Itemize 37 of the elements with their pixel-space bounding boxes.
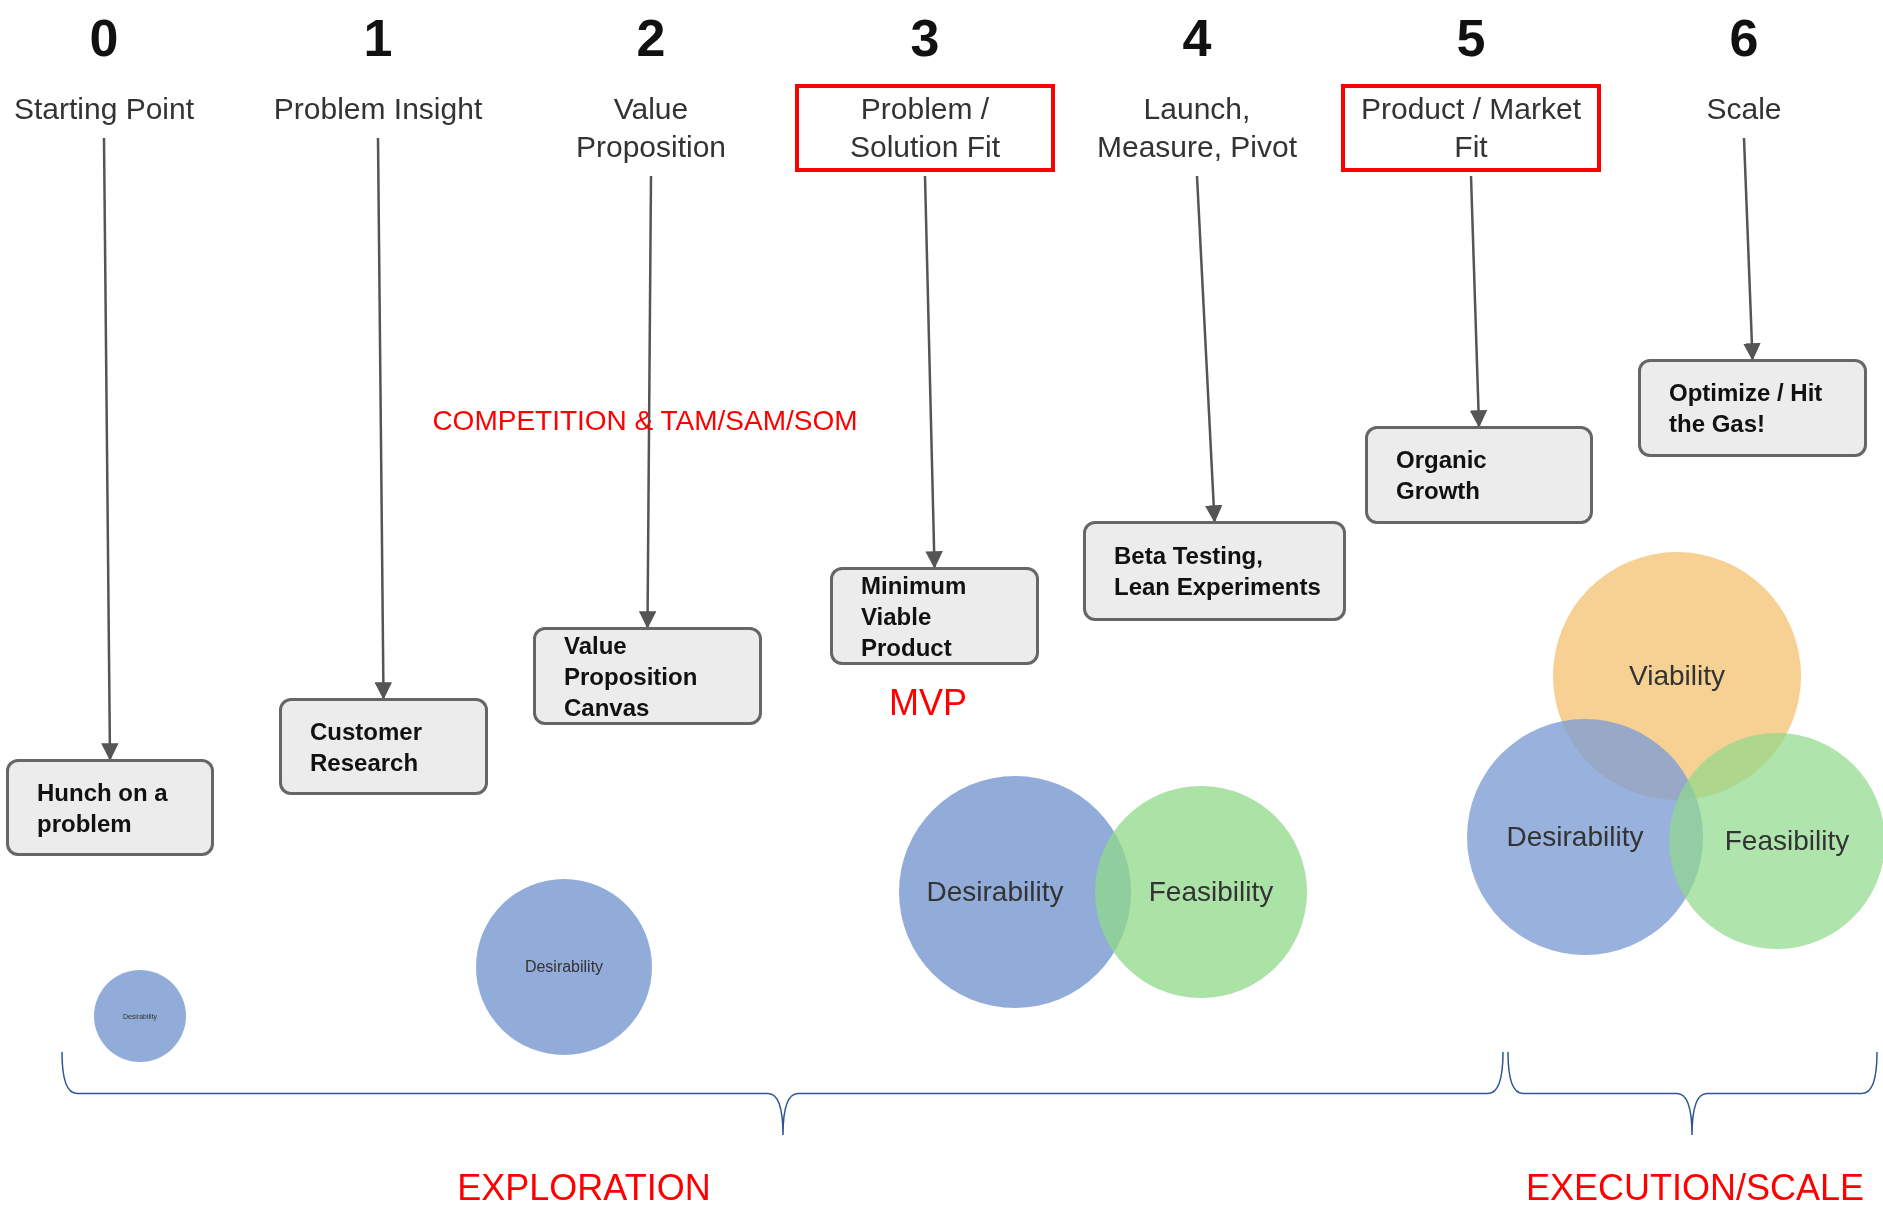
step-box: Minimum Viable Product — [830, 567, 1039, 665]
circle-label: Feasibility — [1148, 876, 1274, 908]
arrow — [923, 175, 943, 569]
step-box: Optimize / Hit the Gas! — [1638, 359, 1867, 457]
arrow — [101, 138, 119, 761]
step-box: Customer Research — [279, 698, 488, 795]
stage-title: Problem Insight — [272, 91, 484, 127]
stage-number: 4 — [1182, 10, 1212, 66]
highlighted-stage-title: Product / Market Fit — [1341, 84, 1601, 172]
stage-number: 6 — [1729, 10, 1759, 66]
arrow — [374, 138, 393, 700]
circle-label: Desirability — [926, 876, 1064, 908]
stage-number: 3 — [910, 10, 940, 66]
arrow — [1742, 137, 1761, 361]
circle-label: Desirability — [1506, 821, 1644, 853]
arrow — [1195, 175, 1223, 523]
stage-number: 5 — [1456, 10, 1486, 66]
step-box: Value Proposition Canvas — [533, 627, 762, 725]
stage-title: Value Proposition — [574, 91, 728, 165]
phase-label: EXECUTION/SCALE — [1525, 1167, 1865, 1209]
abbreviation-label: MVP — [889, 682, 967, 724]
phase-label: EXPLORATION — [457, 1167, 711, 1209]
stage-title: Launch, Measure, Pivot — [1095, 91, 1299, 165]
arrow — [1469, 175, 1488, 428]
stage-number: 0 — [89, 10, 119, 66]
circle-label: Viability — [1629, 660, 1725, 692]
stage-title: Starting Point — [12, 91, 196, 127]
step-box: Hunch on a problem — [6, 759, 214, 856]
circle-label: Feasibility — [1724, 825, 1850, 857]
stage-number: 2 — [636, 10, 666, 66]
stage-title: Scale — [1705, 91, 1783, 127]
highlighted-stage-title: Problem / Solution Fit — [795, 84, 1055, 172]
circle-label: Desirability — [524, 958, 604, 976]
stage-number: 1 — [363, 10, 393, 66]
arrow — [638, 176, 657, 629]
step-box: Beta Testing, Lean Experiments — [1083, 521, 1346, 621]
step-box: Organic Growth — [1365, 426, 1593, 524]
